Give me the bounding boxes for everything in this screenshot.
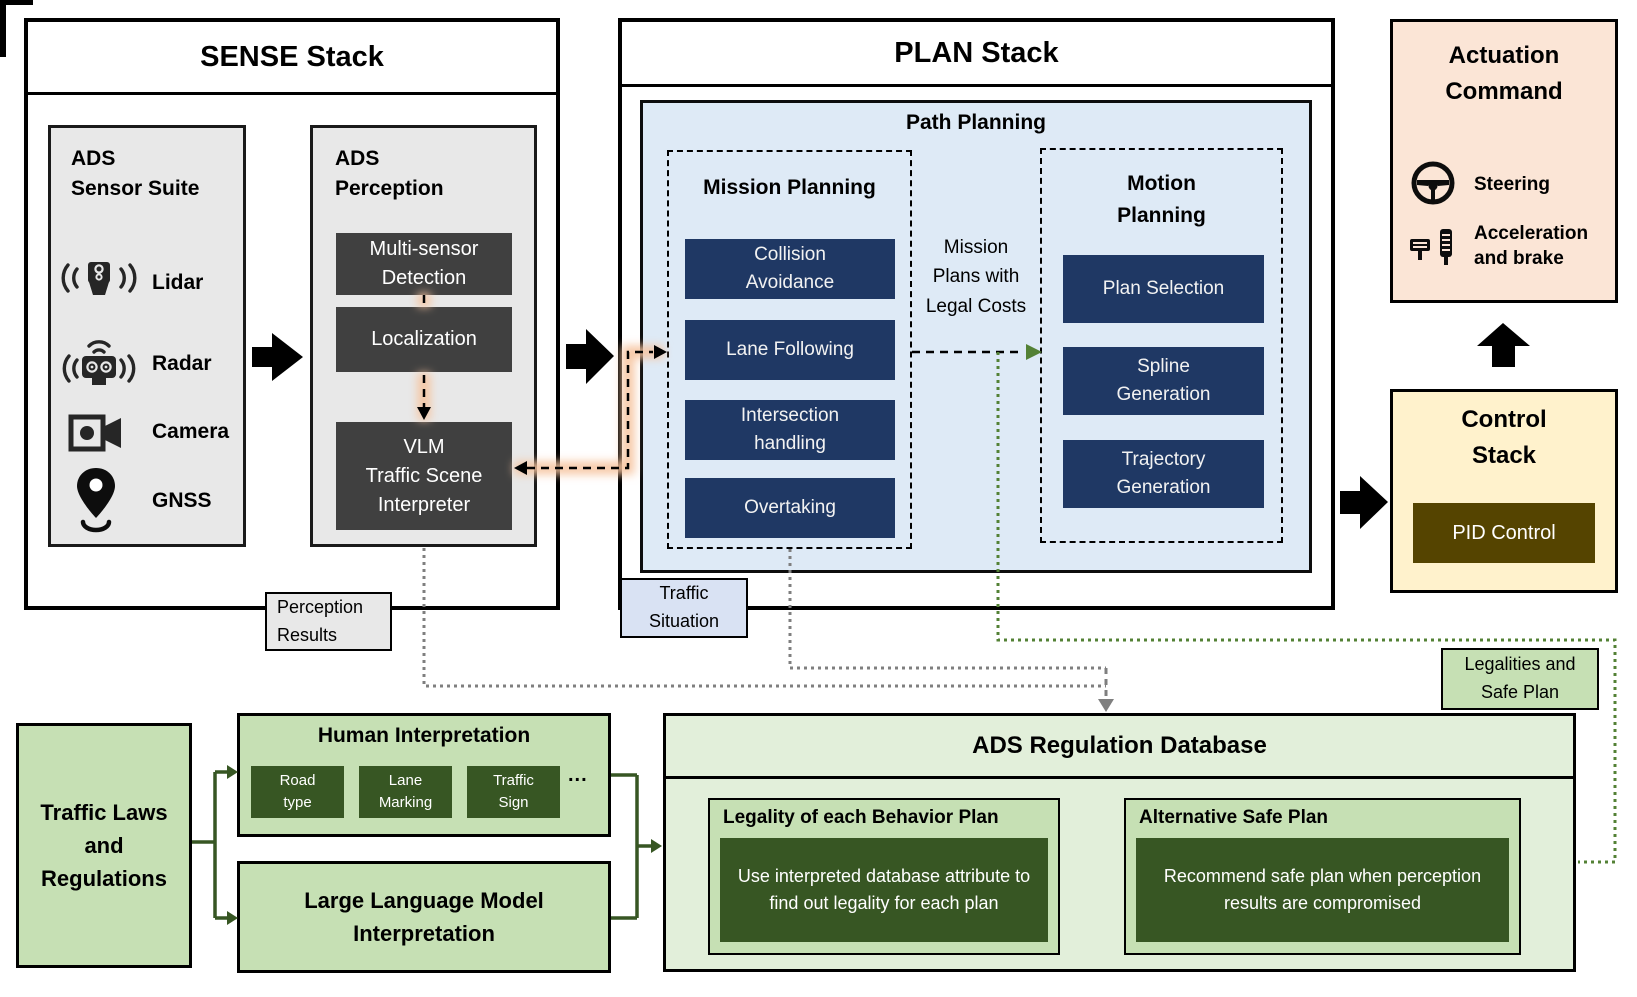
intersection-handling-box: Intersection handling [685, 400, 895, 460]
arrow-control-to-actuation [1477, 323, 1530, 367]
multi-sensor-detection-box: Multi-sensor Detection [336, 233, 512, 295]
frame-corner-vertical [0, 0, 6, 57]
traffic-laws-box: Traffic Laws and Regulations [16, 723, 192, 968]
mission-plans-legal-costs-label: Mission Plans with Legal Costs [925, 237, 1027, 317]
camera-label: Camera [152, 420, 230, 443]
arrow-sense-to-plan [566, 329, 614, 384]
lane-following-box: Lane Following [685, 320, 895, 380]
legalities-safe-plan-label: Legalities and Safe Plan [1441, 648, 1599, 710]
alternative-safe-plan-title: Alternative Safe Plan [1139, 807, 1329, 828]
steering-wheel-icon [1408, 158, 1458, 208]
ads-sensor-suite-title: ADS Sensor Suite [71, 147, 200, 201]
radar-label: Radar [152, 352, 212, 375]
path-planning-title: Path Planning [905, 111, 1046, 134]
plan-selection-box: Plan Selection [1063, 255, 1264, 323]
legality-behavior-plan-body: Use interpreted database attribute to fi… [720, 838, 1048, 942]
control-stack-title: Control Stack [1461, 406, 1547, 469]
acceleration-brake-label: Acceleration and brake [1474, 223, 1589, 269]
localization-box: Localization [336, 307, 512, 372]
alternative-safe-plan-body: Recommend safe plan when perception resu… [1136, 838, 1509, 942]
frame-corner-horizontal [0, 0, 33, 5]
motion-planning-title: Motion Planning [1117, 172, 1206, 227]
lidar-icon [58, 258, 140, 310]
mission-planning-title: Mission Planning [703, 176, 876, 199]
ads-perception-title: ADS Perception [335, 147, 444, 201]
perception-results-label: Perception Results [265, 592, 392, 651]
human-interpretation-box: Human Interpretation Road type Lane Mark… [237, 713, 611, 837]
actuation-command-panel: Actuation Command [1390, 19, 1618, 303]
steering-label: Steering [1474, 174, 1551, 195]
lidar-label: Lidar [152, 271, 204, 294]
sense-stack-title: SENSE Stack [200, 40, 384, 73]
plan-stack-title: PLAN Stack [894, 36, 1059, 69]
camera-icon [62, 408, 136, 458]
human-interpretation-title: Human Interpretation [317, 724, 531, 747]
traffic-sign-chip: Traffic Sign [467, 766, 560, 818]
sense-stack-titlebar: SENSE Stack [28, 22, 556, 95]
spline-generation-box: Spline Generation [1063, 347, 1264, 415]
road-type-chip: Road type [251, 766, 344, 818]
llm-interpretation-box: Large Language Model Interpretation [237, 861, 611, 973]
lane-marking-chip: Lane Marking [359, 766, 452, 818]
ads-regulation-database-titlebar: ADS Regulation Database [666, 716, 1573, 779]
plan-stack-titlebar: PLAN Stack [622, 22, 1331, 87]
overtaking-box: Overtaking [685, 478, 895, 538]
traffic-situation-label: Traffic Situation [620, 578, 748, 638]
radar-icon [58, 334, 140, 392]
vlm-traffic-scene-interpreter-box: VLM Traffic Scene Interpreter [336, 422, 512, 530]
arrow-plan-to-control [1340, 476, 1388, 529]
collision-avoidance-box: Collision Avoidance [685, 239, 895, 299]
gnss-icon [66, 465, 126, 535]
gnss-label: GNSS [152, 489, 212, 512]
trajectory-generation-box: Trajectory Generation [1063, 440, 1264, 508]
pedals-icon [1406, 222, 1460, 274]
more-attributes-ellipsis: ... [568, 764, 588, 786]
legality-behavior-plan-title: Legality of each Behavior Plan [723, 807, 999, 828]
ads-regulation-database-title: ADS Regulation Database [972, 732, 1267, 759]
actuation-command-title: Actuation Command [1445, 42, 1563, 105]
pid-control-box: PID Control [1413, 503, 1595, 563]
